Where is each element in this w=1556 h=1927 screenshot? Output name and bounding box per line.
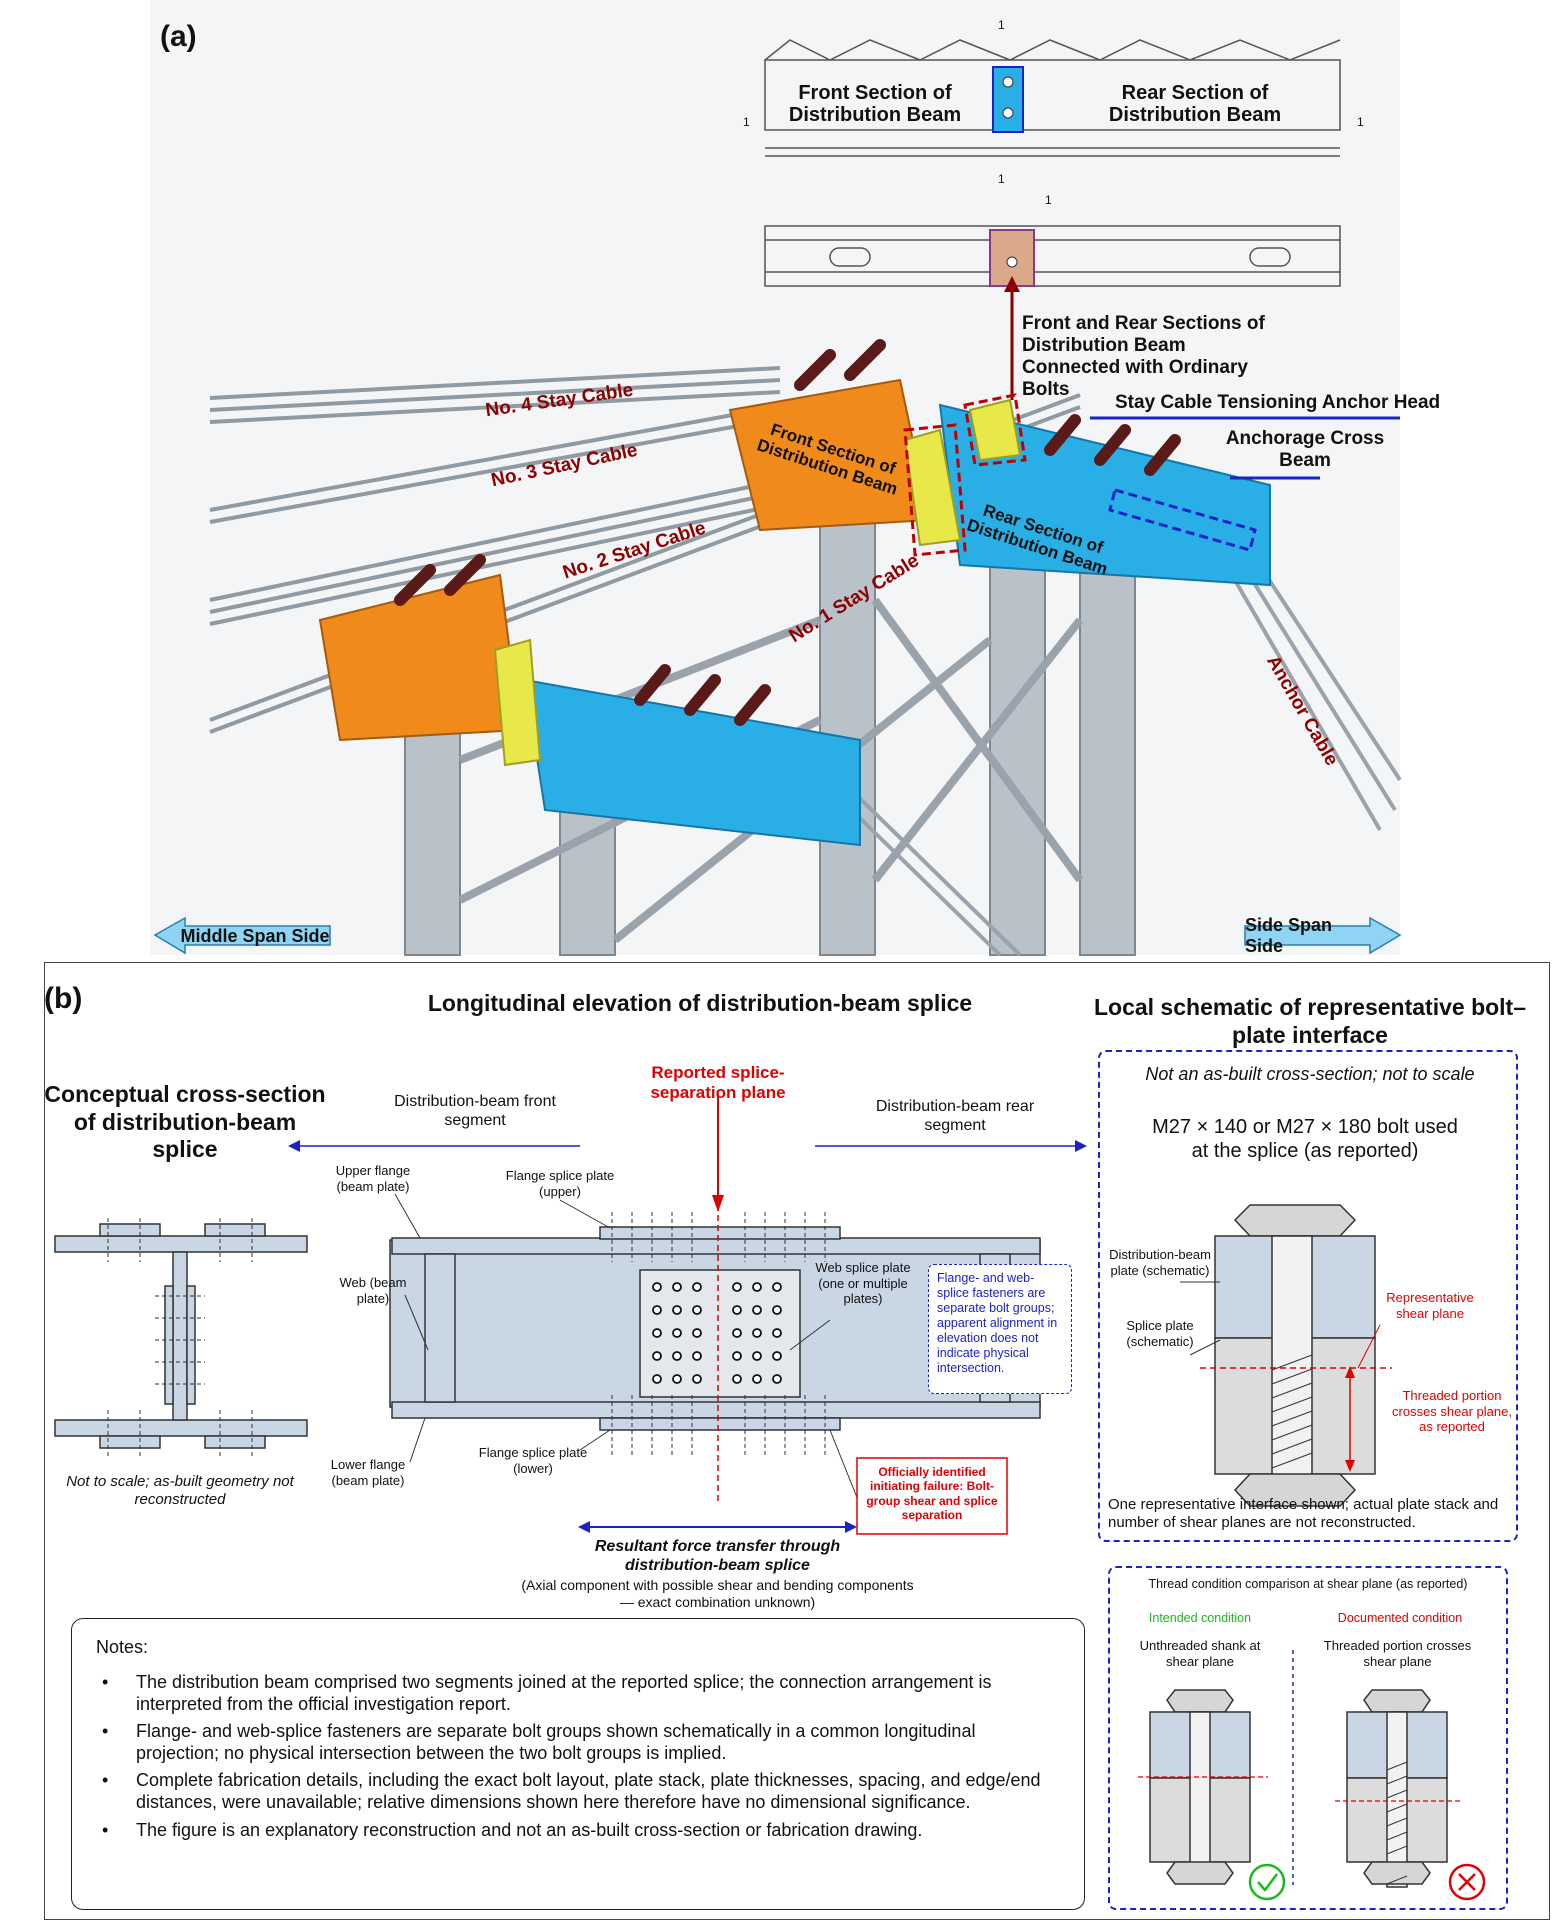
upper-flange-label: Upper flange (beam plate)	[335, 1163, 411, 1194]
connection-arrowhead	[1004, 276, 1020, 292]
web-splice-label: Web splice plate (one or multiple plates…	[815, 1260, 911, 1307]
flange-splice-upper-label: Flange splice plate (upper)	[505, 1168, 615, 1199]
documented-head: Documented condition	[1337, 1611, 1463, 1625]
section-mark: 1	[1357, 115, 1364, 129]
middle-span-arrow	[153, 916, 331, 955]
failure-label: Officially identified initiating failure…	[866, 1465, 998, 1523]
splice-plate-label: Splice plate (schematic)	[1126, 1318, 1194, 1349]
documented-desc: Threaded portion crosses shear plane	[1323, 1638, 1472, 1669]
intended-bolt	[1149, 1689, 1251, 1885]
notes-list: The distribution beam comprised two segm…	[96, 1672, 1060, 1841]
bolt-spec: M27 × 140 or M27 × 180 bolt used at the …	[1152, 1116, 1458, 1162]
section-mark: 1	[998, 172, 1005, 186]
check-icon	[1248, 1863, 1286, 1901]
rear-segment-label: Distribution-beam rear segment	[875, 1098, 1035, 1135]
upper-splice-lower	[903, 428, 962, 547]
anchorage-callout: Anchorage Cross Beam	[1225, 428, 1385, 471]
bolt-schematic	[1214, 1204, 1376, 1507]
panel-a: (a) Front Section of Distribution Beam R…	[0, 0, 1556, 960]
note-item: Flange- and web-splice fasteners are sep…	[96, 1721, 1060, 1764]
intended-head: Intended condition	[1148, 1611, 1252, 1625]
front-segment-arrowhead	[288, 1140, 300, 1152]
drawing-bolt	[1006, 256, 1018, 268]
tension-head-callout: Stay Cable Tensioning Anchor Head	[1115, 392, 1441, 413]
flange-splice-lower-label: Flange splice plate (lower)	[478, 1445, 588, 1476]
splice-plane-arrowhead	[712, 1195, 724, 1212]
connection-callout: Front and Rear Sections of Distribution …	[1022, 313, 1265, 400]
cross-section-note: Not to scale; as-built geometry not reco…	[66, 1473, 294, 1508]
thread-comparison-box	[1108, 1566, 1508, 1910]
drawing-rear-label: Rear Section of Distribution Beam	[1108, 82, 1282, 126]
local-schematic-subtitle: Not an as-built cross-section; not to sc…	[1145, 1064, 1475, 1084]
section-mark: 1	[998, 18, 1005, 32]
bolt-group-note: Flange- and web-splice fasteners are sep…	[928, 1264, 1072, 1394]
resultant-arrowhead-left	[578, 1521, 590, 1533]
check-mark	[1257, 1873, 1278, 1892]
local-schematic-footnote: One representative interface shown; actu…	[1108, 1496, 1499, 1531]
note-item: The figure is an explanatory reconstruct…	[96, 1820, 1060, 1842]
documented-bolt	[1346, 1689, 1448, 1888]
notes-head: Notes:	[96, 1637, 149, 1657]
cross-mark	[1458, 1873, 1476, 1891]
web-bolt-grid	[652, 1282, 782, 1384]
failure-box	[856, 1457, 1008, 1535]
side-span-arrow	[1244, 916, 1402, 955]
schematic-leaders	[1180, 1281, 1381, 1369]
plan-drawing	[764, 225, 1341, 287]
cross-icon	[1448, 1863, 1486, 1901]
upper-splice-highlight	[903, 423, 967, 557]
beam-plate-label: Distribution-beam plate (schematic)	[1109, 1247, 1211, 1278]
upper-splice-upper	[968, 398, 1022, 462]
documented-thread-hatch	[1386, 1761, 1408, 1885]
resultant-label: Resultant force transfer through distrib…	[594, 1538, 841, 1575]
lower-flange-label: Lower flange (beam plate)	[330, 1457, 406, 1488]
local-schematic-box	[1098, 1050, 1518, 1542]
anchor-heads	[394, 339, 1181, 726]
panel-a-illustration	[150, 0, 1402, 957]
elevation-title: Longitudinal elevation of distribution-b…	[427, 990, 973, 1016]
drawing-front-label: Front Section of Distribution Beam	[788, 82, 962, 126]
bolt-thread-hatch	[1271, 1354, 1313, 1469]
drawing-bolt	[1002, 107, 1014, 119]
elevation-drawing	[764, 39, 1341, 157]
intended-desc: Unthreaded shank at shear plane	[1139, 1638, 1261, 1669]
lower-rear-section	[523, 678, 861, 847]
threaded-label: Threaded portion crosses shear plane, as…	[1392, 1388, 1512, 1435]
resultant-note: (Axial component with possible shear and…	[521, 1577, 914, 1610]
web-label: Web (beam plate)	[339, 1275, 407, 1306]
note-item: Complete fabrication details, including …	[96, 1770, 1060, 1813]
lower-splice	[493, 638, 542, 767]
notes-box: Notes: The distribution beam comprised t…	[71, 1618, 1085, 1910]
upper-splice-highlight-2	[963, 393, 1027, 467]
shear-plane-label: Representative shear plane	[1386, 1290, 1474, 1321]
threaded-arrow-up	[1345, 1366, 1355, 1378]
elevation-leaders	[394, 1193, 870, 1506]
note-item: The distribution beam comprised two segm…	[96, 1672, 1060, 1715]
section-mark: 1	[1045, 193, 1052, 207]
panel-b-letter: (b)	[44, 982, 83, 1015]
panel-a-letter: (a)	[160, 20, 197, 53]
cross-section-title: Conceptual cross-section of distribution…	[44, 1081, 326, 1163]
threaded-arrow-down	[1345, 1460, 1355, 1472]
cross-section-drawing	[54, 1223, 308, 1449]
resultant-arrowhead-right	[845, 1521, 857, 1533]
local-schematic-title: Local schematic of representative bolt–p…	[1093, 994, 1527, 1048]
cross-section-bolts	[107, 1218, 253, 1456]
middle-span-label: Middle Span Side	[180, 925, 330, 946]
section-mark: 1	[743, 115, 750, 129]
elevation-flange-bolts	[611, 1212, 826, 1458]
thread-comparison-title: Thread condition comparison at shear pla…	[1148, 1577, 1468, 1591]
rear-segment-arrowhead	[1075, 1140, 1087, 1152]
front-segment-label: Distribution-beam front segment	[394, 1093, 556, 1130]
drawing-bolt	[1002, 76, 1014, 88]
splice-plane-label: Reported splice-separation plane	[650, 1063, 786, 1103]
